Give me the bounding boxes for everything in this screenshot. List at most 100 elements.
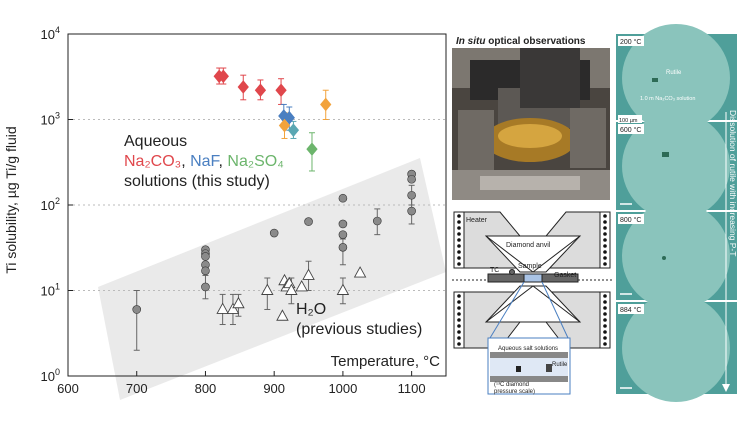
triangle-point xyxy=(226,302,240,314)
label-c13-line1: (¹³C diamond xyxy=(494,382,529,388)
panel-title: In situ optical observations xyxy=(456,36,586,47)
heater-coil-dot xyxy=(603,294,607,298)
heater-coil-dot xyxy=(603,312,607,316)
heater-coil-dot xyxy=(603,256,607,260)
heater-coil-dot xyxy=(457,342,461,346)
y-axis-label: Ti solubility, µg Ti/g fluid xyxy=(3,126,19,273)
apparatus-photo xyxy=(452,48,610,200)
heater-coil-dot xyxy=(603,300,607,304)
heater-coil-dot xyxy=(457,244,461,248)
micrograph-884-temp: 884 °C xyxy=(620,306,641,314)
legend-h2o-label: H₂O xyxy=(296,301,326,318)
circle-point xyxy=(407,206,416,216)
diamond-point xyxy=(320,97,332,112)
circle-point xyxy=(269,228,279,238)
thermocouple xyxy=(509,269,515,275)
h2o-shaded-band xyxy=(98,158,446,400)
x-tick-label: 600 xyxy=(57,381,79,396)
grid-lines xyxy=(68,119,446,291)
heater-coil-dot xyxy=(603,238,607,242)
legend-naf: NaF xyxy=(190,153,220,170)
circle-point xyxy=(132,305,142,314)
y-tick-label: 102 xyxy=(41,196,60,213)
heater-coil-dot xyxy=(603,324,607,328)
label-gasket: Gasket xyxy=(554,272,576,279)
label-sample: Sample xyxy=(518,263,542,270)
circle-point xyxy=(338,243,348,252)
in-situ-panel: In situ optical observations xyxy=(452,36,610,200)
heater-coil-dot xyxy=(603,250,607,254)
circle-point xyxy=(338,230,348,239)
micrograph-200-label2: 1.0 m Na₂CO₃ solution xyxy=(640,96,695,102)
diamond-point xyxy=(278,118,291,133)
micrograph-200: 200 °C Rutile 1.0 m Na₂CO₃ solution xyxy=(616,24,737,132)
circle-point xyxy=(201,282,210,292)
heater-coils xyxy=(457,214,607,346)
diamond-point xyxy=(287,123,300,137)
legend-comma1: , xyxy=(181,153,190,170)
label-rutile: Rutile xyxy=(552,362,568,368)
diamond-point xyxy=(254,83,267,98)
heater-coil-dot xyxy=(457,262,461,266)
heater-coil-dot xyxy=(457,306,461,310)
triangle-point xyxy=(302,268,315,280)
heater-coil-dot xyxy=(603,226,607,230)
heater-coil-dot xyxy=(457,232,461,236)
label-c13-line2: pressure scale) xyxy=(494,389,535,395)
heater-coil-dot xyxy=(603,330,607,334)
y-tick-label: 100 xyxy=(41,367,60,384)
heater-coil-dot xyxy=(457,336,461,340)
x-tick-label: 700 xyxy=(126,381,148,396)
legend-comma2: , xyxy=(219,153,228,170)
heater-coil-dot xyxy=(603,336,607,340)
sample-chamber xyxy=(523,273,543,283)
triangle-point xyxy=(261,283,274,295)
heater-coil-dot xyxy=(603,318,607,322)
x-tick-label: 1100 xyxy=(398,381,426,396)
heater-coil-dot xyxy=(457,226,461,230)
micrograph-column: 200 °C Rutile 1.0 m Na₂CO₃ solution 100 … xyxy=(616,24,738,402)
circle-point xyxy=(304,217,313,226)
legend-h2o: H₂O (previous studies) xyxy=(296,301,422,338)
legend-na2co3: Na₂CO₃ xyxy=(124,153,181,170)
diamond-point xyxy=(306,142,318,156)
data-points xyxy=(132,69,416,321)
x-tick-label: 900 xyxy=(263,381,285,396)
circle-point xyxy=(338,193,348,203)
circle-point xyxy=(372,216,382,226)
circle-point xyxy=(201,252,210,261)
triangle-point xyxy=(276,309,289,321)
heater-coil-dot xyxy=(457,318,461,322)
heater-coil-dot xyxy=(457,324,461,328)
legend-previous-studies: (previous studies) xyxy=(296,321,422,338)
heater-coil-dot xyxy=(457,300,461,304)
micrograph-200-label1: Rutile xyxy=(666,70,682,76)
micrograph-scale: 100 µm xyxy=(619,118,638,124)
panel-title-rest: optical observations xyxy=(485,36,585,47)
heater-coil-dot xyxy=(457,220,461,224)
legend-salts-line: Na₂CO₃, NaF, Na₂SO₄ xyxy=(124,153,284,170)
heater-coil-dot xyxy=(457,238,461,242)
legend-na2so4: Na₂SO₄ xyxy=(227,153,283,170)
upper-diamond xyxy=(484,235,582,273)
diamond-point xyxy=(217,69,229,84)
heater-coil-dot xyxy=(603,214,607,218)
heater-coil-dot xyxy=(603,306,607,310)
heater-coil-dot xyxy=(457,256,461,260)
heater-coil-dot xyxy=(603,342,607,346)
micrograph-600: 100 µm 600 °C xyxy=(616,112,737,220)
label-diamond-anvil: Diamond anvil xyxy=(506,242,551,249)
triangle-point xyxy=(216,302,229,314)
heater-coil-dot xyxy=(457,312,461,316)
micrograph-800: 800 °C xyxy=(616,202,737,310)
legend-aqueous: Aqueous Na₂CO₃, NaF, Na₂SO₄ solutions (t… xyxy=(124,133,284,190)
y-tick-label: 101 xyxy=(41,282,60,299)
label-aqueous-salt: Aqueous salt solutions xyxy=(498,346,558,352)
heater-coil-dot xyxy=(457,294,461,298)
x-tick-label: 1000 xyxy=(328,381,357,396)
x-tick-label: 800 xyxy=(195,381,217,396)
micrograph-800-temp: 800 °C xyxy=(620,216,641,224)
heater-coil-dot xyxy=(603,232,607,236)
